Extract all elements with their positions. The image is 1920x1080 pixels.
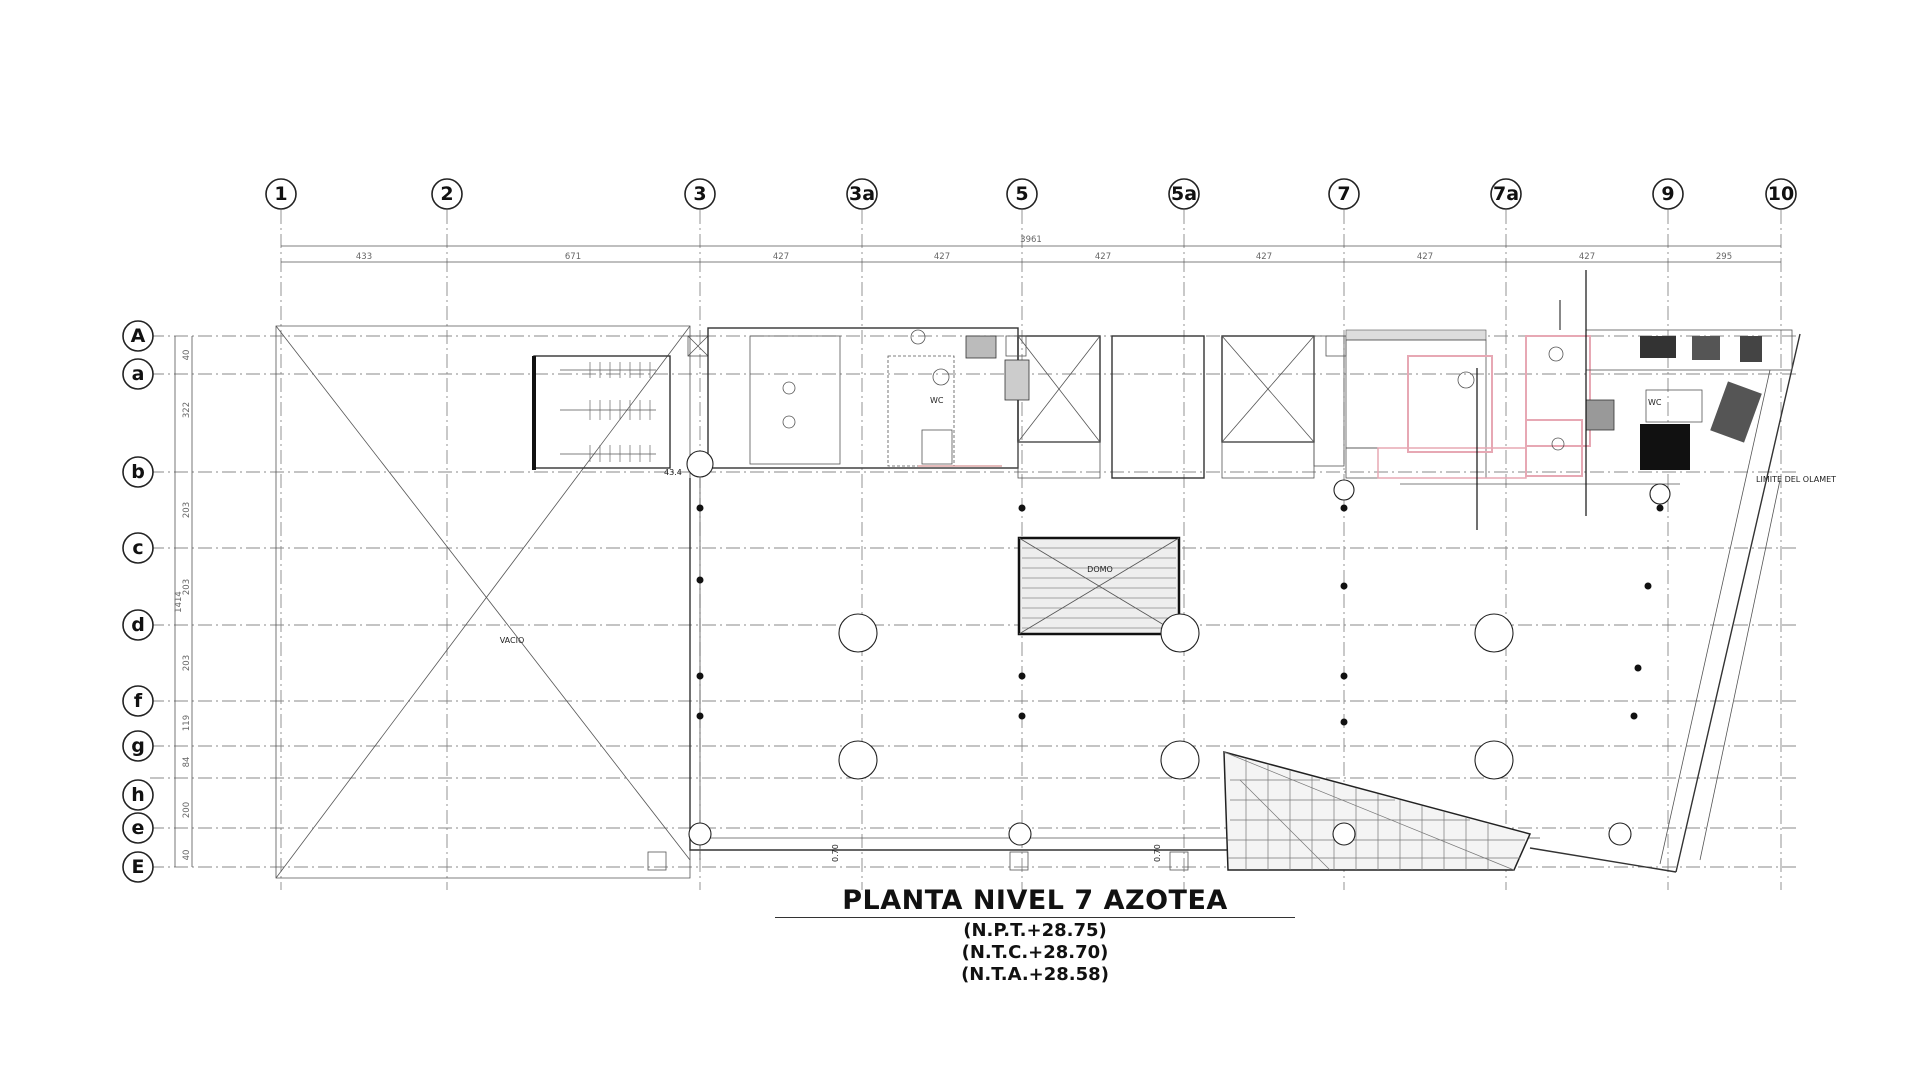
- span-dim-5a-7: 427: [1256, 252, 1272, 262]
- total-vertical-dimension: 1414: [174, 591, 184, 613]
- small-dimension: 43.4: [664, 468, 682, 477]
- span-dim-3a-5: 427: [934, 252, 950, 262]
- axis-bubble-3a: 3a: [846, 178, 878, 210]
- span-dim-7a-9: 427: [1579, 252, 1595, 262]
- stair: 43.4: [532, 335, 709, 477]
- svg-text:A: A: [131, 325, 146, 347]
- svg-text:E: E: [132, 856, 145, 878]
- svg-text:7: 7: [1337, 183, 1350, 205]
- axis-bubble-2: 2: [431, 178, 463, 210]
- span-dim-a-b: 322: [182, 402, 192, 418]
- axis-bubble-g: g: [122, 730, 154, 762]
- span-dim-3-3a: 427: [773, 252, 789, 262]
- horizontal-axis-bubbles: A a b c d f g h e E: [122, 320, 154, 883]
- service-core: WC: [707, 327, 1487, 479]
- axis-bubble-5: 5: [1006, 178, 1038, 210]
- property-limit-label: LIMITE DEL OLAMET: [1756, 475, 1836, 484]
- svg-text:1: 1: [274, 183, 287, 205]
- axis-bubble-b: b: [122, 456, 154, 488]
- svg-text:2: 2: [440, 183, 453, 205]
- axis-bubble-c: c: [122, 532, 154, 564]
- svg-text:5a: 5a: [1171, 183, 1197, 205]
- svg-text:3: 3: [693, 183, 706, 205]
- axis-bubble-10: 10: [1765, 178, 1797, 210]
- svg-text:g: g: [131, 735, 145, 757]
- title-underline: [775, 917, 1295, 918]
- svg-text:5: 5: [1015, 183, 1028, 205]
- height-label-1: 0.70: [831, 844, 840, 862]
- svg-text:c: c: [132, 537, 143, 559]
- span-dim-2-3: 671: [565, 252, 581, 262]
- span-dim-b-c: 203: [182, 502, 192, 518]
- axis-bubble-d: d: [122, 609, 154, 641]
- span-dim-d-f: 203: [182, 655, 192, 671]
- axis-bubble-3: 3: [684, 178, 716, 210]
- span-dim-5-5a: 427: [1095, 252, 1111, 262]
- left-dimension-chain: 1414 40 322 203 203 203 119 84 200 40: [174, 336, 193, 867]
- axis-bubble-h: h: [122, 779, 154, 811]
- level-npt: (N.P.T.+28.75): [963, 920, 1107, 941]
- svg-text:e: e: [132, 817, 145, 839]
- axis-bubble-7: 7: [1328, 178, 1360, 210]
- top-dimension-chain: 3961 433 671 427 427 427 427 427 427 295: [281, 235, 1781, 263]
- slab-outline: [689, 333, 1801, 873]
- axis-bubble-9: 9: [1652, 178, 1684, 210]
- axis-bubble-a: a: [122, 358, 154, 390]
- horizontal-gridlines: [150, 335, 1800, 868]
- svg-text:a: a: [132, 363, 145, 385]
- svg-text:f: f: [134, 690, 143, 712]
- svg-text:3a: 3a: [849, 183, 875, 205]
- span-dim-9-10: 295: [1716, 252, 1732, 262]
- void-area: VACIO: [275, 325, 691, 879]
- dome-label: DOMO: [1087, 565, 1113, 574]
- drawing-title: PLANTA NIVEL 7 AZOTEA: [842, 885, 1228, 916]
- total-horizontal-dimension: 3961: [1020, 235, 1042, 245]
- axis-bubble-e: e: [122, 812, 154, 844]
- dome: DOMO: [1017, 536, 1181, 636]
- span-dim-h-e: 200: [182, 802, 192, 818]
- axis-bubble-7a: 7a: [1490, 178, 1522, 210]
- axis-bubble-1: 1: [265, 178, 297, 210]
- axis-bubble-f: f: [122, 685, 154, 717]
- wc-label-1: WC: [930, 396, 944, 405]
- right-units: LIMITE DEL OLAMET WC: [1377, 270, 1836, 530]
- span-dim-A-a: 40: [182, 350, 192, 361]
- level-nta: (N.T.A.+28.58): [961, 964, 1109, 985]
- axis-bubble-A: A: [122, 320, 154, 352]
- wc-label-2: WC: [1648, 398, 1662, 407]
- span-dim-e-E: 40: [182, 850, 192, 861]
- axis-bubble-5a: 5a: [1168, 178, 1200, 210]
- level-ntc: (N.T.C.+28.70): [961, 942, 1109, 963]
- skylight-grid: [1223, 751, 1532, 871]
- span-dim-g-h: 84: [182, 757, 192, 768]
- columns: 0.70 0.70: [647, 450, 1671, 871]
- span-dim-c-d: 203: [182, 579, 192, 595]
- vertical-axis-bubbles: 1 2 3 3a 5 5a 7 7a 9 10: [265, 178, 1797, 210]
- void-label: VACIO: [500, 636, 525, 645]
- svg-text:d: d: [131, 614, 145, 636]
- svg-text:7a: 7a: [1493, 183, 1519, 205]
- span-dim-7-7a: 427: [1417, 252, 1433, 262]
- svg-text:h: h: [131, 784, 145, 806]
- height-label-2: 0.70: [1153, 844, 1162, 862]
- svg-text:b: b: [131, 461, 145, 483]
- axis-bubble-E: E: [122, 851, 154, 883]
- svg-text:9: 9: [1661, 183, 1674, 205]
- span-dim-f-g: 119: [182, 715, 192, 731]
- span-dim-1-2: 433: [356, 252, 372, 262]
- svg-text:10: 10: [1768, 183, 1794, 205]
